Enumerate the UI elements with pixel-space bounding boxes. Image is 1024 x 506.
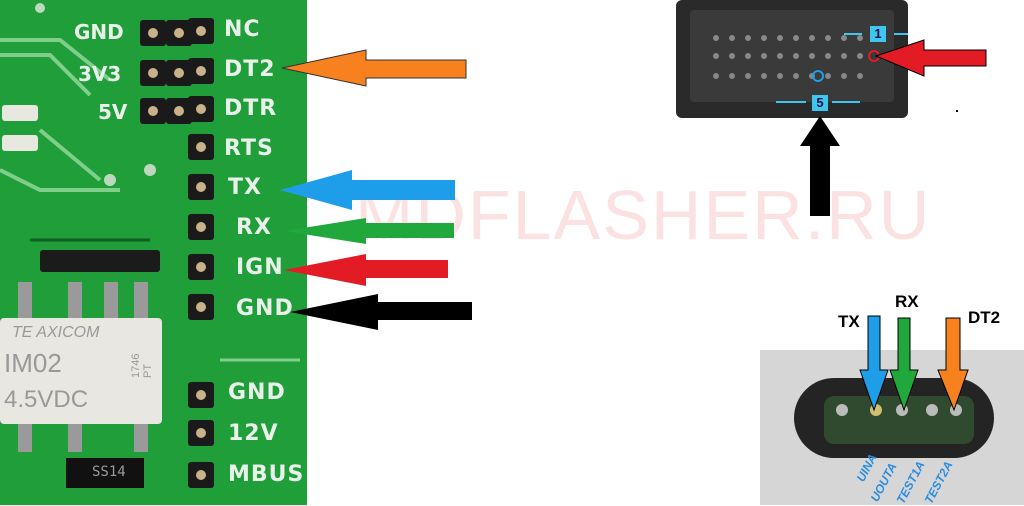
smd-components	[40, 250, 160, 272]
relay-pin	[68, 424, 82, 452]
header-pin	[166, 60, 192, 86]
relay-pin	[104, 282, 118, 318]
arrow-ign-icon	[284, 254, 448, 286]
connector-pin-5-label: 5	[812, 95, 828, 111]
arrow-tx-port-icon	[859, 315, 889, 412]
arrow-tx-icon	[280, 170, 455, 210]
pcb-traces	[0, 3, 300, 362]
header-pin	[166, 98, 192, 124]
led	[2, 135, 38, 151]
connector-body	[690, 10, 908, 103]
header-pin	[140, 98, 166, 124]
header-pin	[188, 462, 214, 488]
arrow-dt2-port-icon	[937, 317, 969, 412]
pcb-label-gnd: GND	[74, 20, 124, 44]
pin-label-12v: 12V	[228, 421, 279, 446]
port-pads	[824, 396, 974, 444]
relay-brand: TE AXICOM	[12, 324, 100, 341]
arrow-gnd-connector-icon	[800, 116, 840, 216]
relay: TE AXICOM IM02 4.5VDC 1746 PT	[0, 318, 162, 424]
pin-label-dtr: DTR	[224, 96, 278, 121]
connector-pin-1-label: 1	[870, 26, 886, 42]
arrow-gnd-icon	[290, 294, 472, 330]
header-pin	[140, 20, 166, 46]
led	[2, 105, 38, 121]
arrows-to-pins	[280, 49, 472, 330]
connector-photo: 1 5	[676, 0, 908, 118]
port-label-tx: TX	[838, 312, 860, 331]
pin-label-gnd: GND	[236, 296, 294, 321]
header-pin	[188, 294, 214, 320]
arrow-rx-port-icon	[889, 317, 919, 412]
pin-label-rx: RX	[236, 215, 272, 240]
pin-label-tx: TX	[228, 175, 262, 200]
dot	[956, 110, 958, 112]
relay-pin	[18, 424, 32, 452]
pcb-label-5v: 5V	[98, 100, 128, 124]
header-pin	[188, 174, 214, 200]
port-arrows	[859, 315, 969, 412]
header-pin	[188, 254, 214, 280]
connector-arrows	[800, 39, 987, 216]
relay-pin	[18, 282, 32, 318]
header-pin	[140, 60, 166, 86]
port-label-dt2: DT2	[968, 308, 1001, 327]
relay-code: 1746 PT	[130, 353, 154, 378]
relay-pin	[134, 282, 148, 318]
arrow-ign-connector-icon	[874, 39, 987, 77]
header-pin	[188, 58, 214, 84]
pin-label-rts: RTS	[224, 136, 274, 161]
port-label-rx: RX	[895, 292, 919, 311]
pin-label-dt2: DT2	[224, 57, 276, 82]
relay-voltage: 4.5VDC	[4, 386, 89, 413]
pcb-photo: GND 3V3 5V TE AXICOM IM02 4.5VDC 1746 PT…	[0, 0, 307, 505]
diode: SS14	[66, 458, 144, 488]
header-pin	[188, 134, 214, 160]
header-pin	[188, 214, 214, 240]
header-pin	[188, 420, 214, 446]
arrow-dt2-icon	[281, 49, 467, 87]
diode-label: SS14	[92, 464, 126, 480]
arrow-rx-icon	[284, 218, 454, 244]
pin-label-nc: NC	[224, 17, 261, 42]
pin-label-mbus: MBUS	[228, 462, 305, 487]
header-pin	[188, 18, 214, 44]
header-pin	[188, 96, 214, 122]
pcb-label-3v3: 3V3	[78, 62, 122, 86]
pin-label-ign: IGN	[236, 255, 284, 280]
pin-label-gnd-2: GND	[228, 380, 286, 405]
header-pin	[166, 20, 192, 46]
relay-model: IM02	[4, 348, 62, 378]
relay-pin	[68, 282, 82, 318]
relay-pin	[134, 424, 148, 452]
header-pin	[188, 382, 214, 408]
